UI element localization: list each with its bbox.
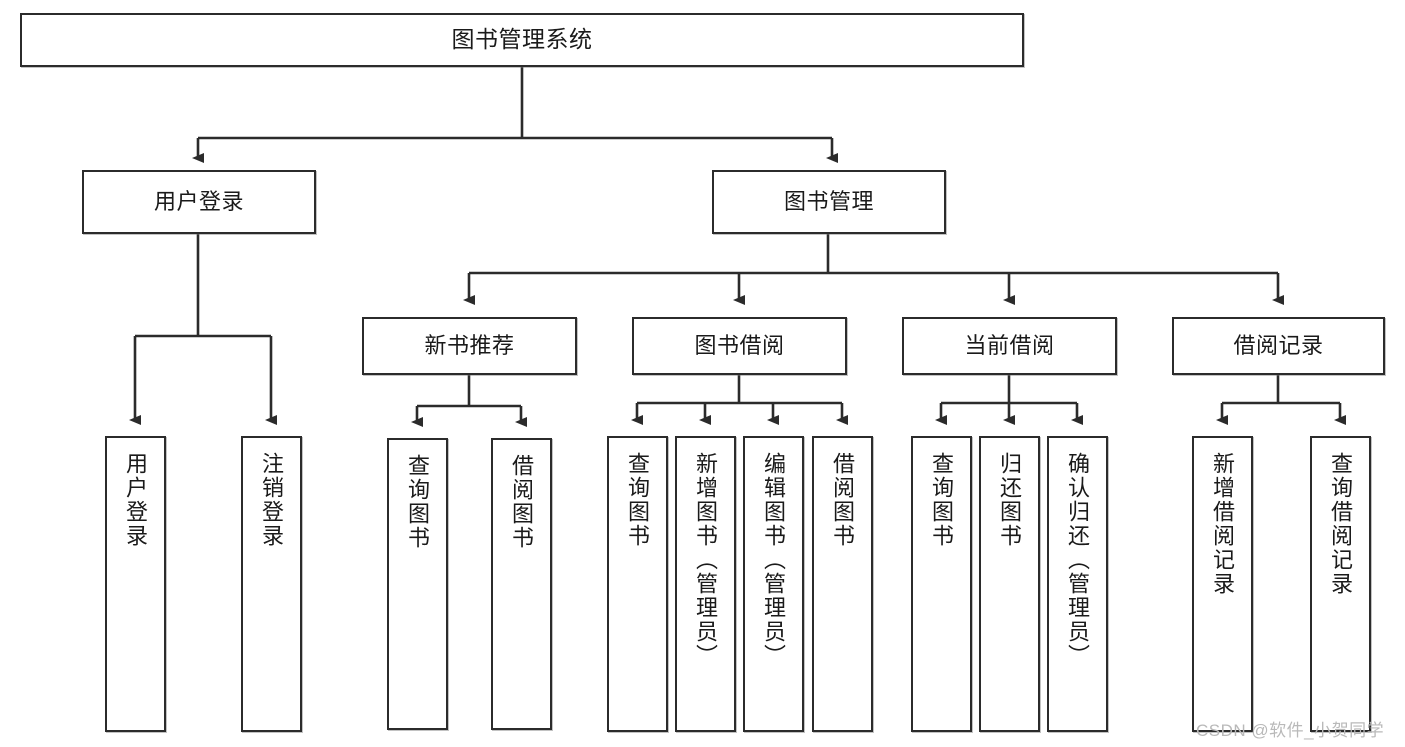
node-root-book-management-system[interactable]: 图书管理系统 xyxy=(20,13,1024,67)
node-current-borrow[interactable]: 当前借阅 xyxy=(902,317,1117,375)
node-book-management[interactable]: 图书管理 xyxy=(712,170,946,234)
leaf-current-borrow-query-books[interactable]: 查询图书 xyxy=(911,436,972,732)
node-label: 确认归还（管理员） xyxy=(1065,452,1091,668)
node-user-login[interactable]: 用户登录 xyxy=(82,170,316,234)
node-label: 图书管理系统 xyxy=(451,26,593,53)
node-label: 借阅图书 xyxy=(830,452,856,548)
node-label: 查询借阅记录 xyxy=(1328,452,1354,596)
node-label: 归还图书 xyxy=(997,452,1023,548)
node-label: 编辑图书（管理员） xyxy=(761,452,787,668)
node-label: 查询图书 xyxy=(405,454,431,550)
leaf-user-login-logout[interactable]: 注销登录 xyxy=(241,436,302,732)
node-book-borrow[interactable]: 图书借阅 xyxy=(632,317,847,375)
node-label: 查询图书 xyxy=(929,452,955,548)
leaf-new-book-borrow-books[interactable]: 借阅图书 xyxy=(491,438,552,730)
leaf-book-borrow-borrow-books[interactable]: 借阅图书 xyxy=(812,436,873,732)
node-label: 查询图书 xyxy=(625,452,651,548)
node-label: 图书借阅 xyxy=(694,333,785,359)
leaf-book-borrow-query-books[interactable]: 查询图书 xyxy=(607,436,668,732)
node-label: 当前借阅 xyxy=(964,333,1055,359)
watermark-text: CSDN @软件_小贺同学 xyxy=(1196,721,1385,740)
leaf-borrow-record-query-record[interactable]: 查询借阅记录 xyxy=(1310,436,1371,732)
node-label: 新书推荐 xyxy=(424,333,515,359)
node-new-book-recommend[interactable]: 新书推荐 xyxy=(362,317,577,375)
leaf-user-login-login[interactable]: 用户登录 xyxy=(105,436,166,732)
node-label: 借阅记录 xyxy=(1233,333,1324,359)
leaf-book-borrow-edit-book-admin[interactable]: 编辑图书（管理员） xyxy=(743,436,804,732)
node-label: 借阅图书 xyxy=(509,454,535,550)
node-label: 图书管理 xyxy=(783,189,874,215)
node-borrow-record[interactable]: 借阅记录 xyxy=(1172,317,1385,375)
leaf-new-book-query-books[interactable]: 查询图书 xyxy=(387,438,448,730)
leaf-current-borrow-confirm-return-admin[interactable]: 确认归还（管理员） xyxy=(1047,436,1108,732)
leaf-current-borrow-return-books[interactable]: 归还图书 xyxy=(979,436,1040,732)
node-label: 用户登录 xyxy=(153,189,244,215)
node-label: 用户登录 xyxy=(123,452,149,548)
node-label: 新增图书（管理员） xyxy=(693,452,719,668)
leaf-book-borrow-add-book-admin[interactable]: 新增图书（管理员） xyxy=(675,436,736,732)
node-label: 注销登录 xyxy=(259,452,285,548)
leaf-borrow-record-add-record[interactable]: 新增借阅记录 xyxy=(1192,436,1253,732)
node-label: 新增借阅记录 xyxy=(1210,452,1236,596)
